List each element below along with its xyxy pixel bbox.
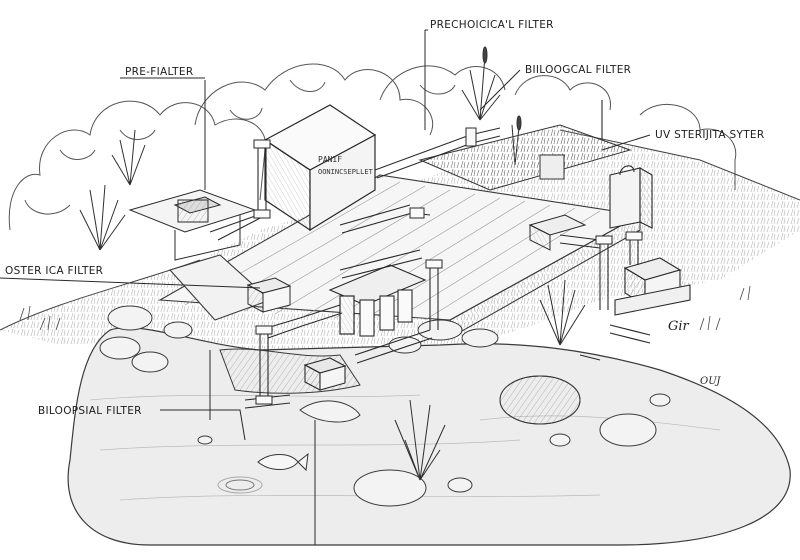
background-shrubs <box>8 63 737 231</box>
uv-sterilizer-unit <box>601 100 653 229</box>
pump-housing: PANIF OONINCSEPLLET <box>263 104 377 232</box>
fish-icon <box>257 452 309 472</box>
deck-filter-box <box>528 214 587 251</box>
pump-label: PANIF <box>318 155 342 164</box>
label-oster-filter: OSTER ICA FILTER <box>5 265 103 277</box>
cartridge-filter-bank <box>328 264 427 337</box>
planter-bed <box>418 124 632 191</box>
label-biological-filter-top: BIILOOGCAL FILTER <box>525 64 631 76</box>
oster-filter-box <box>246 277 292 313</box>
label-handwritten-out: Gir <box>668 319 690 334</box>
submersible-pump <box>303 357 347 391</box>
pipe-fittings <box>253 127 643 405</box>
label-prechemical-filter: PRECHOICICA'L FILTER <box>430 19 554 31</box>
label-uv-sterilizer: UV STERIJITA SYTER <box>655 129 764 141</box>
pond <box>67 327 791 546</box>
pre-filter-unit <box>128 189 257 261</box>
electric-control-box <box>614 257 691 316</box>
pump-label-line2: OONINCSEPLLET <box>318 168 374 176</box>
label-pre-filter: PRE-FIALTER <box>125 66 193 78</box>
pipework <box>209 127 651 409</box>
grass-clumps <box>19 285 751 331</box>
label-bioopsial-filter: BILOOPSIAL FILTER <box>38 405 142 417</box>
aquatic-plants <box>79 46 586 481</box>
leader-lines <box>0 29 651 545</box>
label-handwritten-ouj: OUJ <box>700 376 721 387</box>
